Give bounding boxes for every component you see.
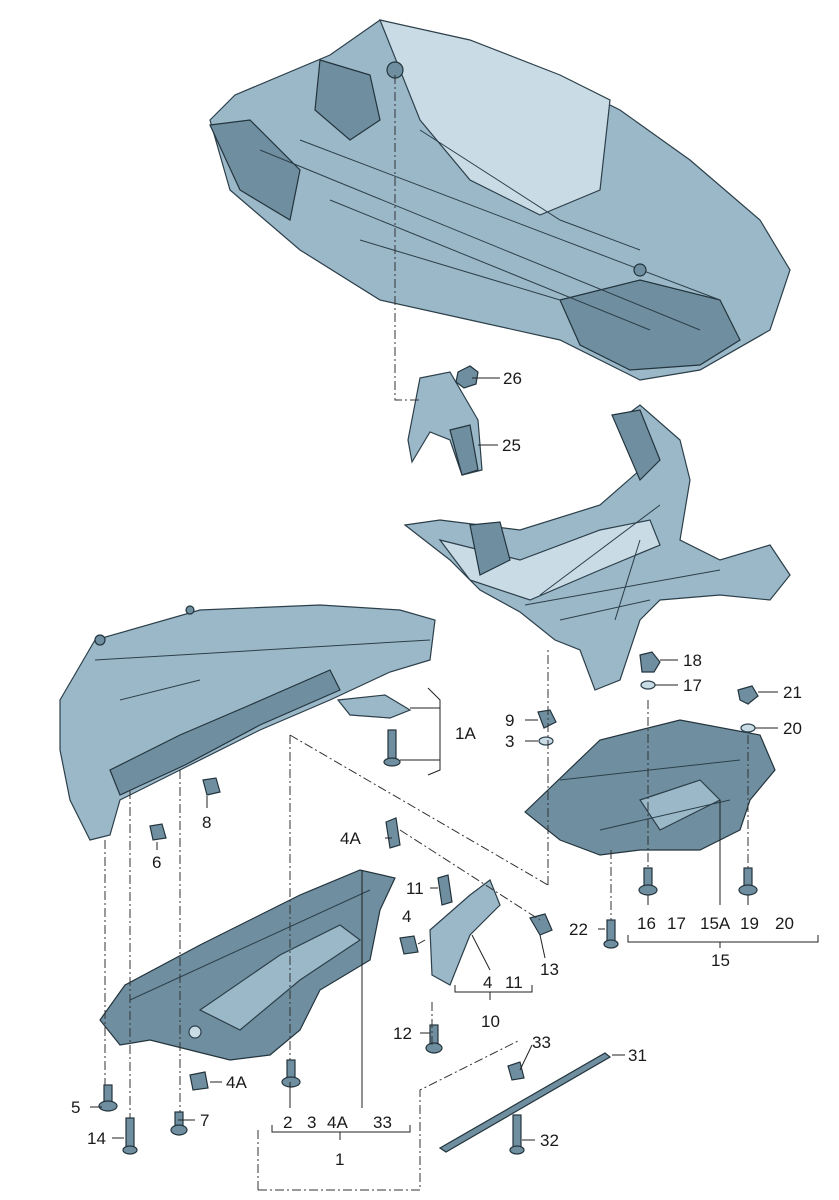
callout-22: 22 (569, 920, 588, 939)
underbody-panel-right (524, 719, 776, 856)
callout-1A: 1A (455, 724, 476, 743)
callout-12: 12 (393, 1024, 412, 1043)
subframe (403, 404, 791, 691)
leader-lines (90, 377, 819, 1141)
callout-17-bracket: 17 (667, 914, 686, 933)
callout-17-top: 17 (683, 676, 702, 695)
callout-11-bracket: 11 (505, 973, 523, 992)
callout-16: 16 (637, 914, 656, 933)
callout-3-top: 3 (505, 732, 514, 751)
callout-2: 2 (283, 1113, 292, 1132)
callout-18: 18 (683, 651, 702, 670)
callout-20-top: 20 (783, 719, 802, 738)
callout-26: 26 (503, 369, 522, 388)
callout-3-bracket: 3 (307, 1113, 316, 1132)
callout-4A-left: 4A (226, 1073, 247, 1092)
side-trim-10 (429, 879, 501, 986)
callout-33-bracket: 33 (373, 1113, 392, 1132)
callout-4-bracket: 4 (483, 973, 492, 992)
callout-19: 19 (740, 914, 759, 933)
callout-5: 5 (71, 1098, 80, 1117)
callout-15A: 15A (700, 914, 731, 933)
callout-32: 32 (540, 1131, 559, 1150)
callout-4A-top: 4A (340, 829, 361, 848)
underbody-panel-left (99, 869, 396, 1061)
front-bumper (59, 604, 436, 841)
callout-14: 14 (87, 1129, 106, 1148)
callout-4A-bracket: 4A (327, 1113, 348, 1132)
callout-15: 15 (711, 951, 730, 970)
callout-21: 21 (783, 683, 802, 702)
callout-6: 6 (152, 853, 161, 872)
callout-13: 13 (540, 960, 559, 979)
callout-9: 9 (505, 711, 514, 730)
strip-31 (438, 1052, 612, 1153)
bracket-25 (407, 371, 483, 476)
callout-10: 10 (481, 1012, 500, 1031)
callout-7: 7 (200, 1111, 209, 1130)
callout-25: 25 (502, 436, 521, 455)
callout-11-top: 11 (406, 879, 424, 898)
assembly-lines (104, 75, 749, 1191)
callout-20-bracket: 20 (775, 914, 794, 933)
fasteners (98, 651, 759, 1155)
callout-labels: 26 25 18 17 21 20 9 3 1A 8 6 4A 11 4 13 … (71, 369, 802, 1169)
callout-1: 1 (335, 1150, 344, 1169)
nut-26 (455, 365, 479, 389)
callout-8: 8 (202, 813, 211, 832)
callout-31: 31 (628, 1046, 647, 1065)
vehicle-underbody (209, 19, 791, 381)
callout-33-top: 33 (532, 1033, 551, 1052)
callout-4-top: 4 (402, 907, 411, 926)
bracket-1A (336, 694, 412, 719)
